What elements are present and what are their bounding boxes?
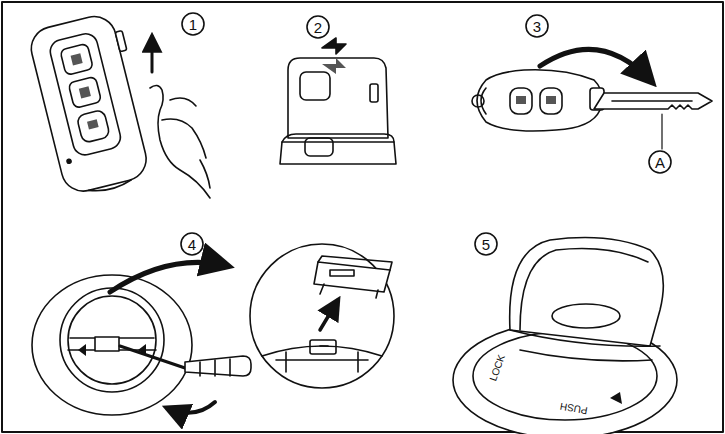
zoom-detail	[250, 244, 394, 388]
battery-cover	[32, 262, 251, 415]
fob-halves	[280, 38, 396, 164]
pull-arrow	[151, 36, 154, 72]
callout-circles	[181, 13, 671, 255]
key-fob	[27, 10, 159, 199]
callout-number: 3	[533, 19, 541, 34]
hand	[150, 85, 210, 198]
callout-number: 2	[314, 20, 322, 35]
callout-number: 1	[189, 17, 197, 32]
part-label: A	[655, 155, 665, 170]
callout-number: 5	[482, 237, 490, 252]
fob-with-blade	[472, 49, 712, 149]
ignition-knob	[453, 238, 677, 434]
callout-number: 4	[188, 237, 196, 252]
